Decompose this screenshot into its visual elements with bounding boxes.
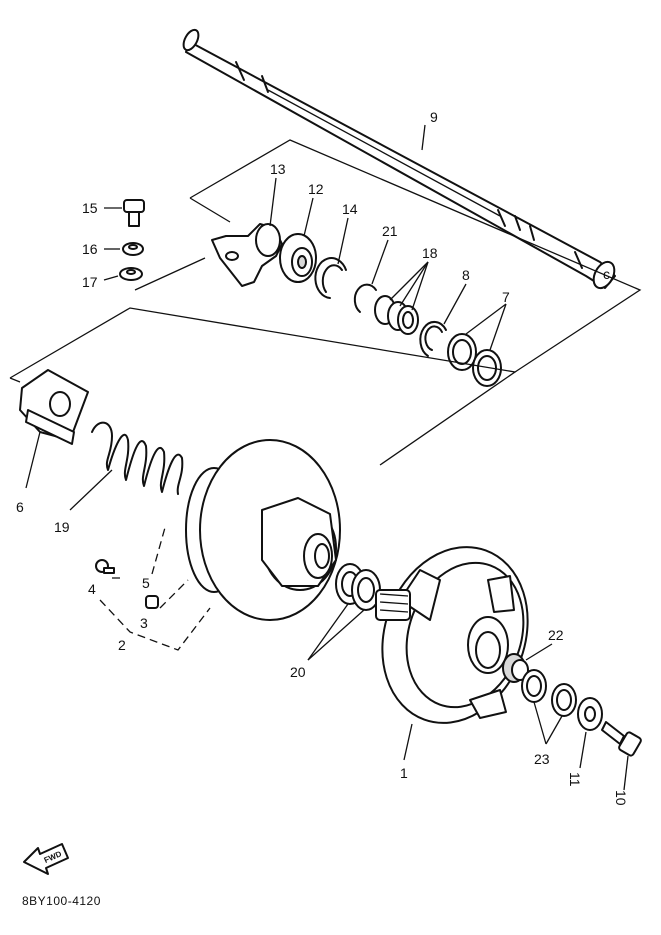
part-14-circlip: 14 xyxy=(314,201,358,299)
callout-10: 10 xyxy=(613,790,629,806)
middle-group-outline xyxy=(9,307,517,466)
part-19-spring: 19 xyxy=(54,421,184,535)
part-5-piece: 5 xyxy=(142,575,150,591)
diagram-code: 8BY100-4120 xyxy=(22,894,101,908)
part-22-collar: 22 xyxy=(502,627,564,683)
callout-12: 12 xyxy=(308,181,324,197)
part-10-bolt: 10 xyxy=(601,721,642,806)
callout-23: 23 xyxy=(534,751,550,767)
callout-14: 14 xyxy=(342,201,358,217)
part-23-washers: 23 xyxy=(521,669,577,767)
callout-19: 19 xyxy=(54,519,70,535)
callout-13: 13 xyxy=(270,161,286,177)
svg-text:c: c xyxy=(603,266,610,282)
part-6-spring-seat: 6 xyxy=(16,369,89,515)
callout-5: 5 xyxy=(142,575,150,591)
part-8-circlip: 8 xyxy=(419,267,470,357)
part-1-fixed-sheave: 1 xyxy=(375,546,529,781)
callout-2: 2 xyxy=(118,637,126,653)
sliding-sheave xyxy=(185,439,341,621)
callout-15: 15 xyxy=(82,200,98,216)
callout-16: 16 xyxy=(82,241,98,257)
part-17-washer: 17 xyxy=(82,267,143,290)
callout-20: 20 xyxy=(290,664,306,680)
part-18-shims: 18 xyxy=(374,245,438,335)
part-11-washer: 11 xyxy=(567,697,603,787)
part-13-bearing-housing: 13 xyxy=(211,161,286,287)
callout-17: 17 xyxy=(82,274,98,290)
callout-8: 8 xyxy=(462,267,470,283)
callout-11: 11 xyxy=(567,772,583,787)
callout-4: 4 xyxy=(88,581,96,597)
callout-22: 22 xyxy=(548,627,564,643)
callout-7: 7 xyxy=(502,289,510,305)
assembly-2-bracket xyxy=(99,523,211,651)
callout-21: 21 xyxy=(382,223,398,239)
upper-group-outline xyxy=(134,139,642,373)
part-20-washers: 20 xyxy=(290,563,381,680)
part-4-screw: 4 xyxy=(88,559,115,597)
callout-3: 3 xyxy=(140,615,148,631)
forward-arrow-icon: FWD xyxy=(23,843,69,875)
part-7-washers: 7 xyxy=(447,289,510,387)
callout-1: 1 xyxy=(400,765,408,781)
part-16-nut: 16 xyxy=(82,241,144,257)
part-3-slider: 3 xyxy=(140,595,159,631)
part-21-circlip: 21 xyxy=(353,223,398,313)
part-12-bearing: 12 xyxy=(279,181,324,283)
callout-6: 6 xyxy=(16,499,24,515)
callout-9: 9 xyxy=(430,109,438,125)
part-15-bolt: 15 xyxy=(82,199,145,227)
callout-18: 18 xyxy=(422,245,438,261)
